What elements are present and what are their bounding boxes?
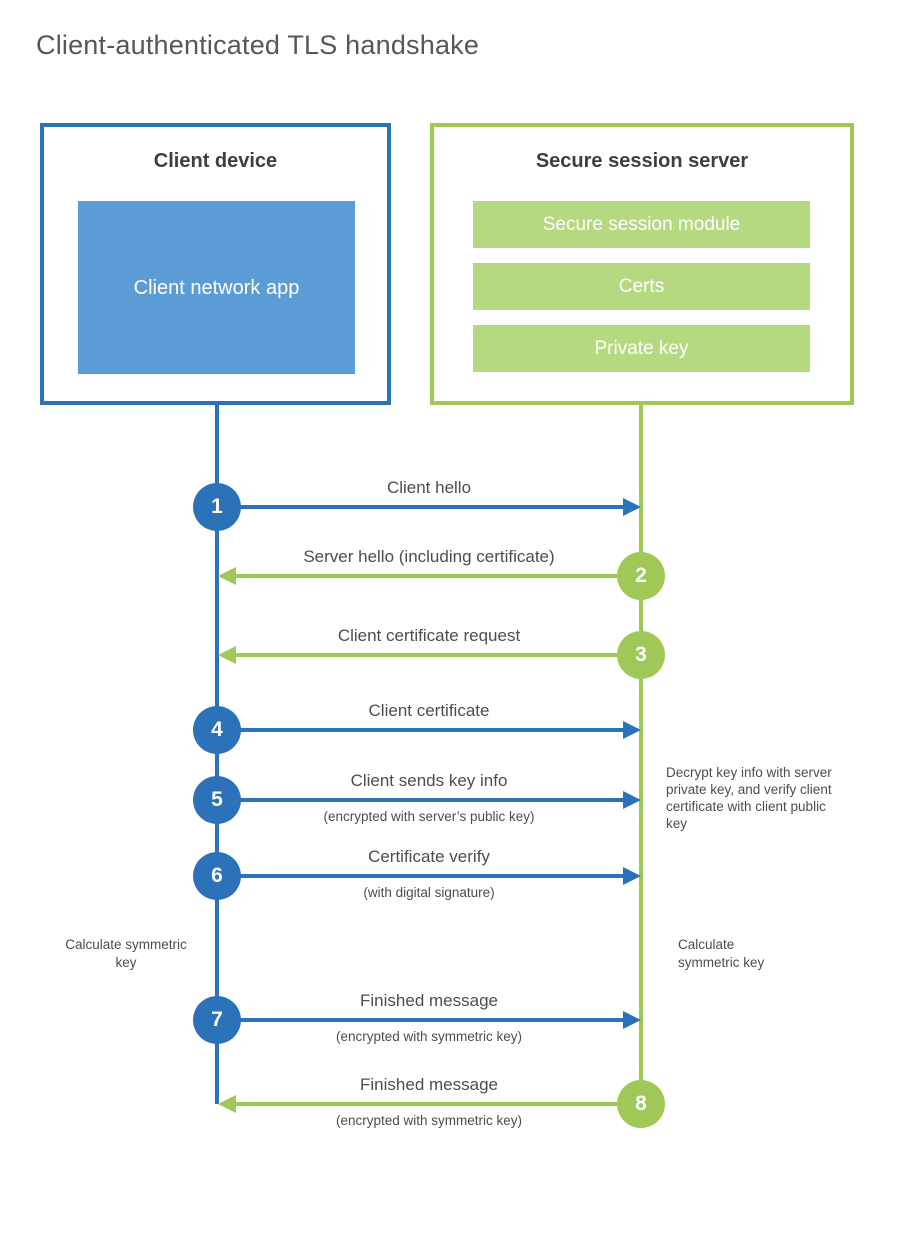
calculate-symmetric-key-server: Calculate symmetric key xyxy=(678,937,765,970)
step-4-circle: 4 xyxy=(193,706,241,754)
step-1-arrow xyxy=(217,505,623,509)
arrow-right-icon xyxy=(623,498,641,516)
server-module-secure-session: Secure session module xyxy=(473,201,810,248)
client-network-app-label: Client network app xyxy=(133,276,300,299)
step-7-label: Finished message xyxy=(360,991,498,1010)
calculate-symmetric-key-client: Calculate symmetric key xyxy=(65,937,187,970)
page-title: Client-authenticated TLS handshake xyxy=(36,30,480,60)
step-3-circle: 3 xyxy=(617,631,665,679)
arrow-right-icon xyxy=(623,721,641,739)
step-7-arrow xyxy=(217,1018,623,1022)
arrow-left-icon xyxy=(218,567,236,585)
step-6-circle: 6 xyxy=(193,852,241,900)
client-lifeline xyxy=(215,405,219,1104)
step-8-label: Finished message xyxy=(360,1075,498,1094)
step-6-arrow xyxy=(217,874,623,878)
arrow-left-icon xyxy=(218,646,236,664)
step-5-circle: 5 xyxy=(193,776,241,824)
client-network-app-box: Client network app xyxy=(78,201,355,374)
arrow-right-icon xyxy=(623,791,641,809)
step-5-label: Client sends key info xyxy=(350,771,508,790)
step-2-arrow xyxy=(236,574,641,578)
step-2-circle: 2 xyxy=(617,552,665,600)
secure-session-server-title: Secure session server xyxy=(535,150,749,172)
step-7-sublabel: (encrypted with symmetric key) xyxy=(335,1029,523,1044)
step-3-label: Client certificate request xyxy=(337,626,521,645)
step-4-arrow xyxy=(217,728,623,732)
step-8-circle: 8 xyxy=(617,1080,665,1128)
client-device-title: Client device xyxy=(153,150,278,172)
step-2-label: Server hello (including certificate) xyxy=(303,547,555,566)
step-5-arrow xyxy=(217,798,623,802)
step-6-sublabel: (with digital signature) xyxy=(363,885,495,900)
step-5-sublabel: (encrypted with server’s public key) xyxy=(323,809,535,824)
step-7-circle: 7 xyxy=(193,996,241,1044)
decrypt-note: Decrypt key info with server private key… xyxy=(666,765,832,831)
step-8-sublabel: (encrypted with symmetric key) xyxy=(335,1113,523,1128)
step-3-arrow xyxy=(236,653,641,657)
step-1-label: Client hello xyxy=(386,478,472,497)
arrow-left-icon xyxy=(218,1095,236,1113)
server-lifeline xyxy=(639,405,643,1082)
server-module-certs: Certs xyxy=(473,263,810,310)
server-module-private-key: Private key xyxy=(473,325,810,372)
arrow-right-icon xyxy=(623,1011,641,1029)
step-8-arrow xyxy=(236,1102,641,1106)
step-6-label: Certificate verify xyxy=(368,847,490,866)
step-4-label: Client certificate xyxy=(368,701,490,720)
arrow-right-icon xyxy=(623,867,641,885)
step-1-circle: 1 xyxy=(193,483,241,531)
